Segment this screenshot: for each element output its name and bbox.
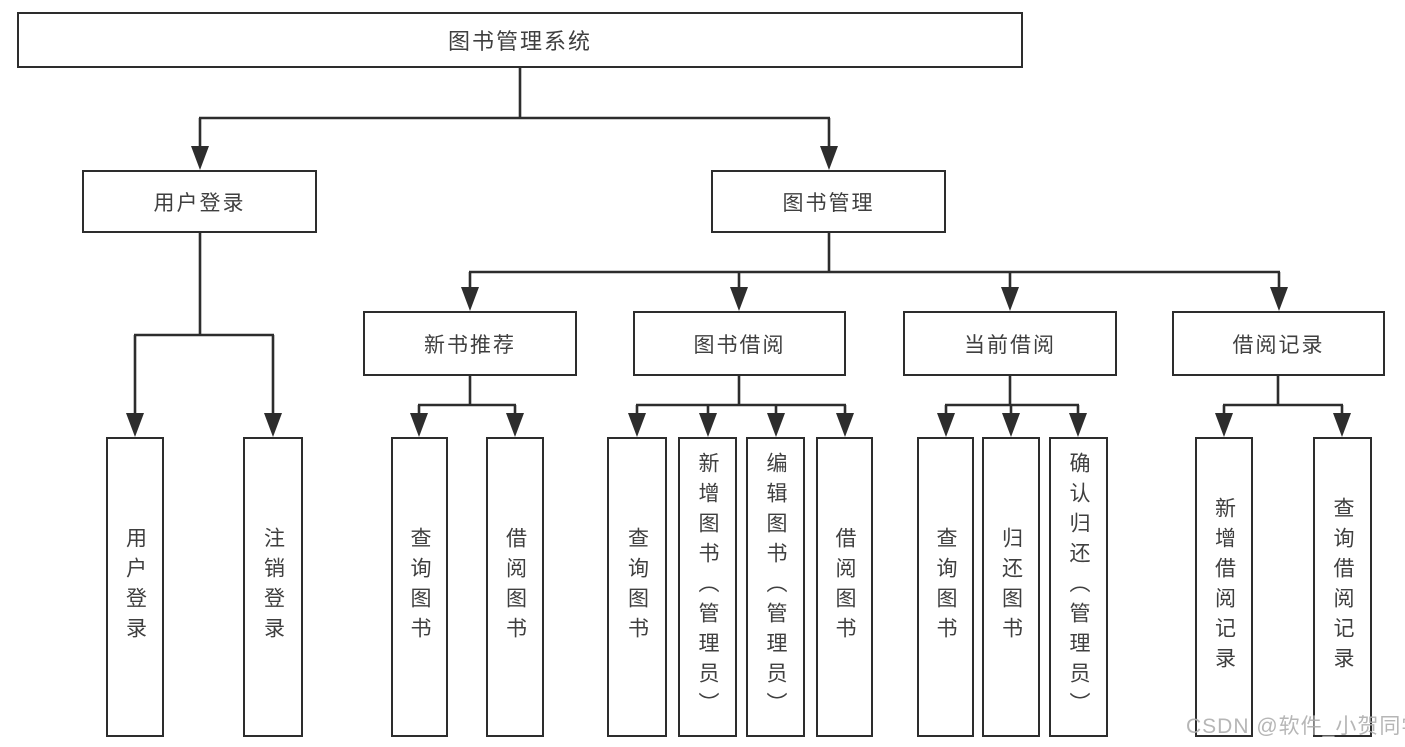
node-book-borrowing: 图书借阅 — [633, 311, 846, 376]
leaf-confirm-return-admin: 确认归还（管理员） — [1049, 437, 1108, 737]
connector-root-to-level2 — [191, 68, 838, 170]
node-user-login: 用户登录 — [82, 170, 317, 233]
node-library-management-system: 图书管理系统 — [17, 12, 1023, 68]
leaf-add-borrow-record: 新增借阅记录 — [1195, 437, 1253, 737]
connector-new-books-children — [410, 376, 524, 437]
leaf-query-books-borrowing: 查询图书 — [607, 437, 667, 737]
watermark-text: CSDN @软件_小贺同学 — [1186, 715, 1405, 738]
leaf-return-books: 归还图书 — [982, 437, 1040, 737]
leaf-query-borrow-record: 查询借阅记录 — [1313, 437, 1372, 737]
leaf-add-books-admin: 新增图书（管理员） — [678, 437, 737, 737]
leaf-query-books-current: 查询图书 — [917, 437, 974, 737]
connector-book-management-children — [461, 233, 1288, 311]
connector-current-borrowing-children — [937, 376, 1087, 437]
leaf-query-books-newbooks: 查询图书 — [391, 437, 448, 737]
leaf-borrow-books-newbooks: 借阅图书 — [486, 437, 544, 737]
leaf-logout-login: 注销登录 — [243, 437, 303, 737]
node-book-management: 图书管理 — [711, 170, 946, 233]
node-borrowing-records: 借阅记录 — [1172, 311, 1385, 376]
leaf-borrow-books-borrowing: 借阅图书 — [816, 437, 873, 737]
node-current-borrowing: 当前借阅 — [903, 311, 1117, 376]
connector-user-login-children — [126, 233, 282, 437]
leaf-edit-books-admin: 编辑图书（管理员） — [746, 437, 805, 737]
connector-borrowing-records-children — [1215, 376, 1351, 437]
leaf-user-login: 用户登录 — [106, 437, 164, 737]
connector-book-borrowing-children — [628, 376, 854, 437]
node-new-book-recommendation: 新书推荐 — [363, 311, 577, 376]
